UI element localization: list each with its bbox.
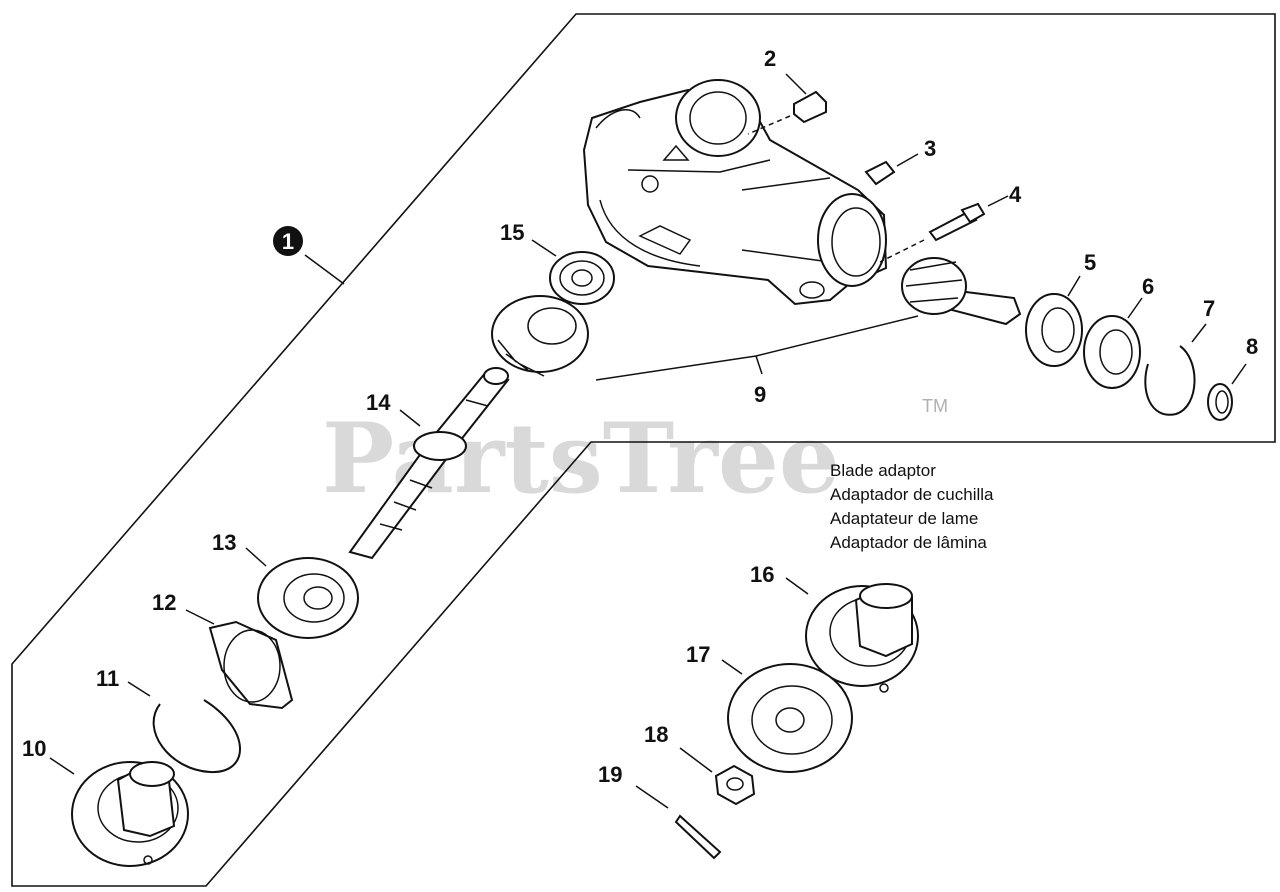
label-part-10[interactable]: 10: [22, 736, 46, 761]
label-part-5[interactable]: 5: [1084, 250, 1096, 275]
label-part-13[interactable]: 13: [212, 530, 236, 555]
part-3-set-screw[interactable]: [864, 153, 919, 186]
part-5-bearing[interactable]: [1025, 275, 1083, 367]
assembly-frame: [11, 13, 1276, 887]
label-part-19[interactable]: 19: [598, 762, 622, 787]
caption-line-en: Blade adaptor: [830, 461, 936, 480]
part-13-bearing[interactable]: [245, 547, 359, 639]
label-part-4[interactable]: 4: [1009, 182, 1022, 207]
part-labels: 2 3 4 5 6 7 8 9 10 11 12 13 14 15 16 17 …: [22, 46, 1258, 787]
part-17-blade-plate[interactable]: [721, 659, 853, 773]
assembly-callout[interactable]: 1: [273, 226, 345, 285]
part-18-nut[interactable]: [679, 747, 756, 806]
label-part-17[interactable]: 17: [686, 642, 710, 667]
label-part-3[interactable]: 3: [924, 136, 936, 161]
label-part-9[interactable]: 9: [754, 382, 766, 407]
part-15-bearing[interactable]: [531, 239, 615, 305]
label-part-16[interactable]: 16: [750, 562, 774, 587]
blade-adaptor-caption: Blade adaptor Adaptador de cuchilla Adap…: [830, 461, 994, 552]
label-part-7[interactable]: 7: [1203, 296, 1215, 321]
part-6-bearing[interactable]: [1083, 297, 1143, 389]
part-8-small-ring[interactable]: [1207, 363, 1247, 421]
part-19-cotter-pin[interactable]: [635, 785, 722, 860]
label-part-14[interactable]: 14: [366, 390, 391, 415]
part-9-gear-set[interactable]: [491, 257, 1022, 381]
caption-line-pt: Adaptador de lâmina: [830, 533, 987, 552]
caption-line-es: Adaptador de cuchilla: [830, 485, 994, 504]
part-10-holder[interactable]: [49, 757, 189, 867]
watermark-trademark: TM: [922, 396, 948, 416]
label-part-18[interactable]: 18: [644, 722, 668, 747]
label-part-8[interactable]: 8: [1246, 334, 1258, 359]
part-7-snap-ring[interactable]: [1144, 323, 1207, 416]
part-2-bolt[interactable]: [747, 73, 827, 135]
part-14-shaft[interactable]: [348, 367, 510, 560]
caption-line-fr: Adaptateur de lame: [830, 509, 978, 528]
part-16-blade-holder[interactable]: [785, 577, 919, 693]
label-part-6[interactable]: 6: [1142, 274, 1154, 299]
gear-housing[interactable]: [582, 79, 888, 306]
label-part-11[interactable]: 11: [96, 666, 119, 691]
label-part-12[interactable]: 12: [152, 590, 176, 615]
label-part-2[interactable]: 2: [764, 46, 776, 71]
assembly-callout-label: 1: [282, 229, 294, 254]
part-12-washer[interactable]: [185, 609, 294, 710]
part-11-snap-ring[interactable]: [127, 681, 241, 774]
label-part-15[interactable]: 15: [500, 220, 524, 245]
part-4-long-screw[interactable]: [879, 195, 1009, 263]
